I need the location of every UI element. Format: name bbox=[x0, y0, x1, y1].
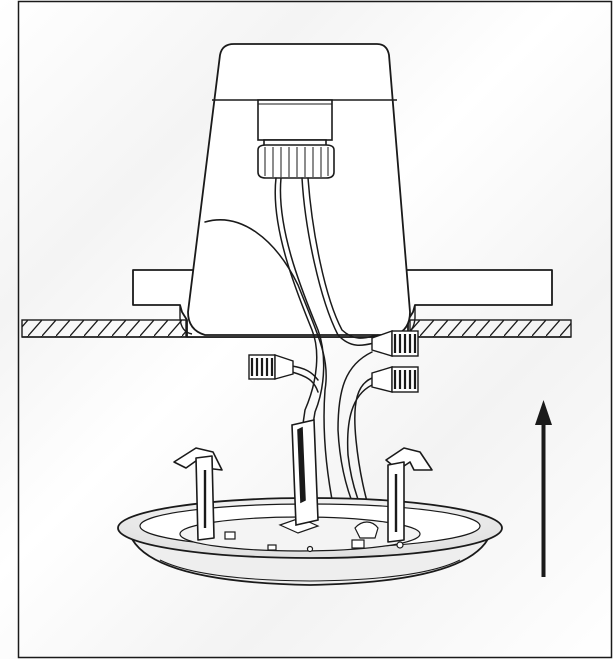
center-strap bbox=[291, 419, 319, 526]
right-spring-clip bbox=[385, 447, 433, 543]
wire-nut-icon bbox=[248, 330, 419, 393]
frame-border bbox=[17, 0, 613, 659]
left-spring-clip bbox=[173, 447, 223, 541]
lamp-socket-icon bbox=[257, 99, 335, 179]
recessed-housing-icon bbox=[132, 43, 553, 338]
up-arrow-icon bbox=[535, 400, 552, 577]
